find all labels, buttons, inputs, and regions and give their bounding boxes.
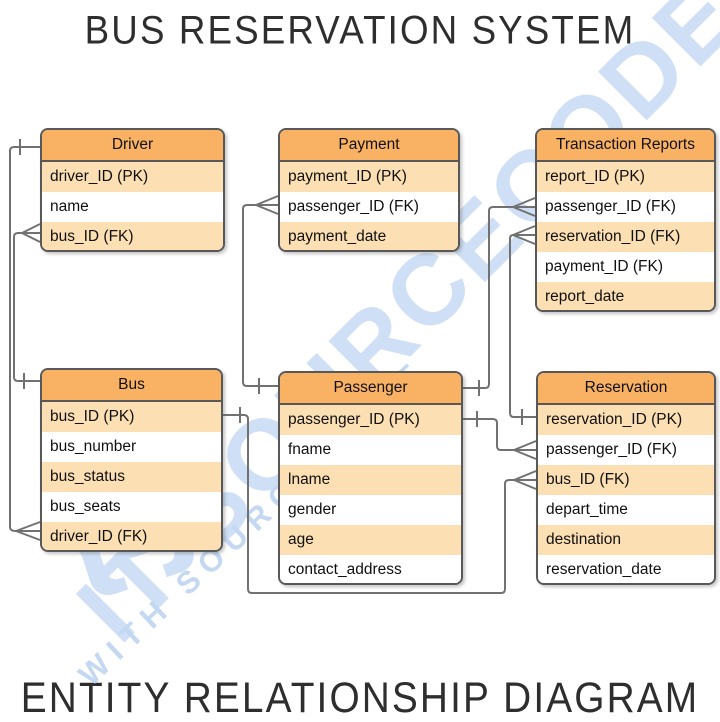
table-row: driver_ID (PK): [42, 162, 223, 192]
table-row: payment_ID (FK): [537, 252, 714, 282]
entity-table-payment: Payment payment_ID (PK) passenger_ID (FK…: [278, 128, 460, 252]
table-row: name: [42, 192, 223, 222]
rel-bus-to-driver-busid: [13, 223, 41, 389]
table-row: destination: [538, 525, 714, 555]
table-row: reservation_date: [538, 555, 714, 583]
table-row: bus_seats: [42, 492, 221, 522]
table-title: Driver: [42, 130, 223, 162]
rel-driver-to-bus-driverid: [9, 139, 41, 541]
table-row: contact_address: [280, 555, 461, 583]
table-row: gender: [280, 495, 461, 525]
table-row: reservation_ID (FK): [537, 222, 714, 252]
table-row: passenger_ID (PK): [280, 405, 461, 435]
diagram-subtitle: ENTITY RELATIONSHIP DIAGRAM: [20, 674, 700, 722]
table-title: Bus: [42, 370, 221, 402]
table-row: depart_time: [538, 495, 714, 525]
table-row: payment_ID (PK): [280, 162, 458, 192]
table-row: reservation_ID (PK): [538, 405, 714, 435]
entity-table-passenger: Passenger passenger_ID (PK) fname lname …: [278, 371, 463, 585]
entity-table-bus: Bus bus_ID (PK) bus_number bus_status bu…: [40, 368, 223, 552]
table-row: bus_ID (PK): [42, 402, 221, 432]
table-title: Passenger: [280, 373, 461, 405]
table-title: Reservation: [538, 373, 714, 405]
table-row: bus_ID (FK): [42, 222, 223, 250]
entity-table-transaction-reports: Transaction Reports report_ID (PK) passe…: [535, 128, 716, 312]
diagram-title: BUS RESERVATION SYSTEM: [84, 8, 636, 53]
entity-table-driver: Driver driver_ID (PK) name bus_ID (FK): [40, 128, 225, 252]
entity-table-reservation: Reservation reservation_ID (PK) passenge…: [536, 371, 716, 585]
table-row: age: [280, 525, 461, 555]
table-row: payment_date: [280, 222, 458, 250]
table-title: Payment: [280, 130, 458, 162]
table-row: report_date: [537, 282, 714, 310]
table-row: bus_status: [42, 462, 221, 492]
table-row: lname: [280, 465, 461, 495]
table-row: passenger_ID (FK): [537, 192, 714, 222]
table-row: fname: [280, 435, 461, 465]
table-row: bus_ID (FK): [538, 465, 714, 495]
table-row: bus_number: [42, 432, 221, 462]
table-row: driver_ID (FK): [42, 522, 221, 550]
table-row: report_ID (PK): [537, 162, 714, 192]
table-row: passenger_ID (FK): [538, 435, 714, 465]
table-row: passenger_ID (FK): [280, 192, 458, 222]
rel-passenger-to-reservation-passengerid: [462, 411, 537, 460]
table-title: Transaction Reports: [537, 130, 714, 162]
